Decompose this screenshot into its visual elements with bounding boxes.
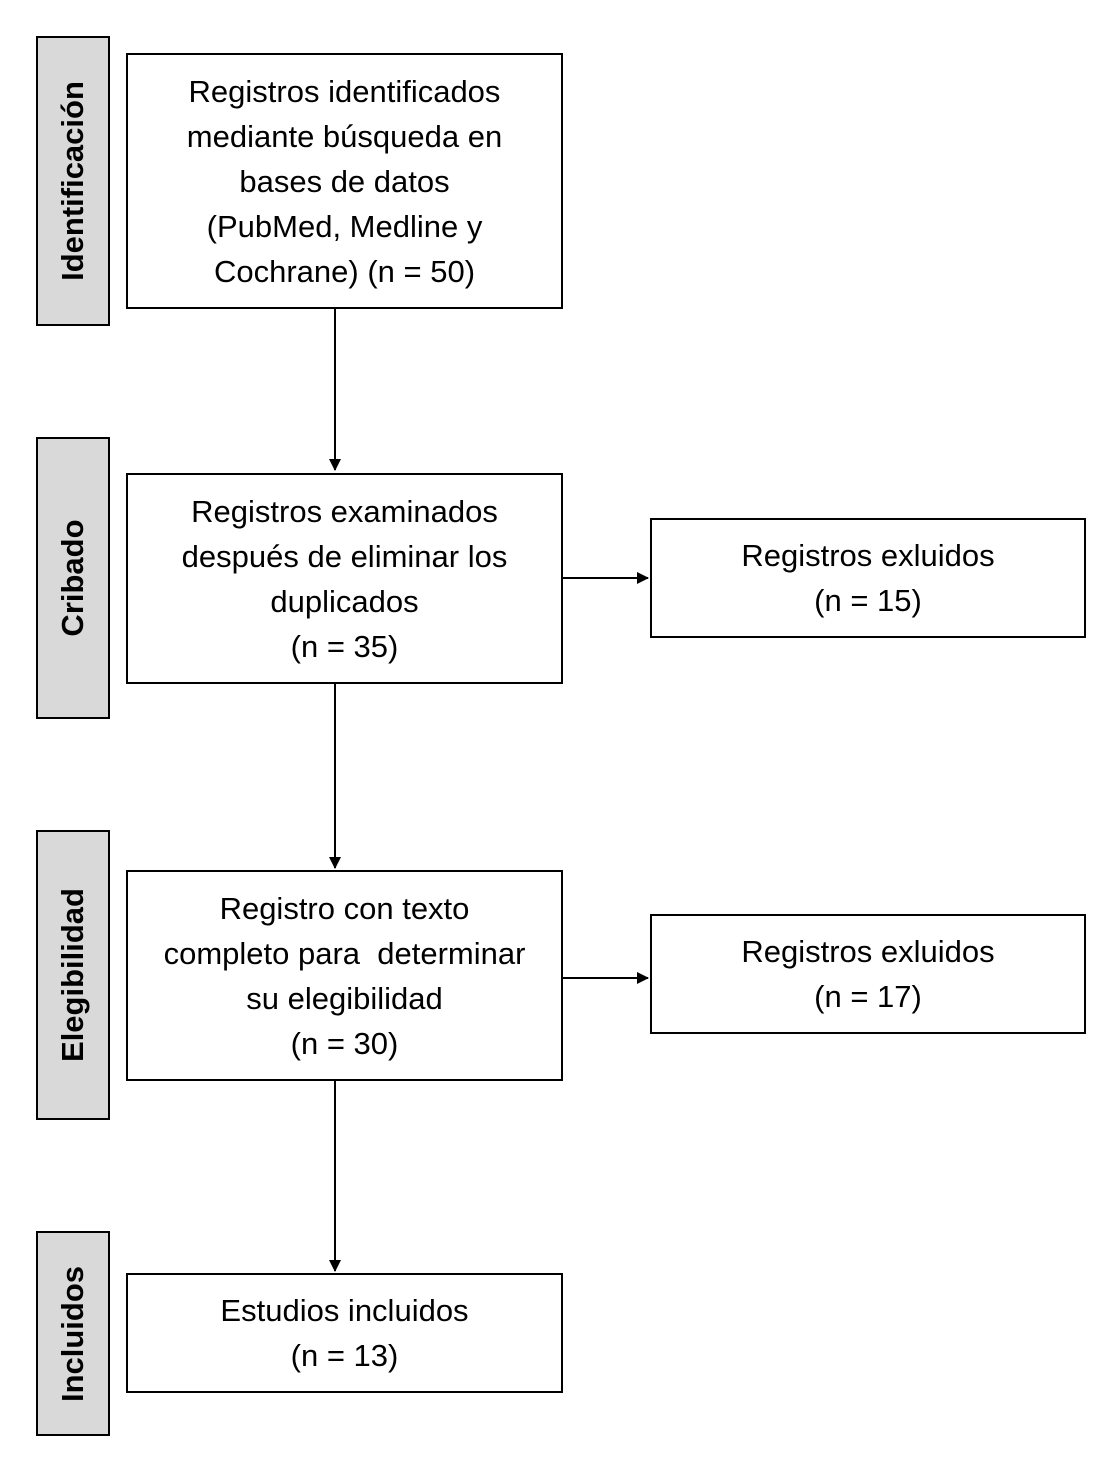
box-included: Estudios incluidos (n = 13) (126, 1273, 563, 1393)
box-excluded-screening-line-1: Registros exluidos (741, 538, 995, 573)
box-excluded-eligibility-line-2: (n = 17) (814, 979, 922, 1014)
box-included-line-1: Estudios incluidos (220, 1293, 469, 1328)
box-screened-line-1: Registros examinados (191, 493, 498, 529)
box-eligibility-line-4: (n = 30) (290, 1025, 399, 1061)
box-identified-line-3: bases de datos (239, 163, 450, 199)
box-excluded-eligibility-line-1: Registros exluidos (741, 934, 995, 969)
box-identified-line-1: Registros identificados (188, 73, 501, 109)
box-screened-line-4: (n = 35) (290, 628, 399, 664)
box-excluded-screening: Registros exluidos (n = 15) (650, 518, 1086, 638)
box-excluded-screening-line-2: (n = 15) (814, 583, 922, 618)
box-included-line-2: (n = 13) (290, 1338, 399, 1373)
box-identified-line-4: (PubMed, Medline y (206, 208, 483, 244)
stage-incluidos: Incluidos (36, 1231, 110, 1436)
box-eligibility-line-3: su elegibilidad (246, 980, 443, 1016)
box-screened-line-2: después de eliminar los (181, 538, 508, 574)
stage-cribado: Cribado (36, 437, 110, 719)
box-eligibility: Registro con texto completo para determi… (126, 870, 563, 1081)
box-eligibility-line-1: Registro con texto (219, 890, 470, 926)
box-identified-line-2: mediante búsqueda en (186, 118, 503, 154)
stage-elegibilidad: Elegibilidad (36, 830, 110, 1120)
box-screened-line-3: duplicados (270, 583, 419, 619)
box-identified-line-5: Cochrane) (n = 50) (213, 253, 476, 289)
box-screened: Registros examinados después de eliminar… (126, 473, 563, 684)
box-identified: Registros identificados mediante búsqued… (126, 53, 563, 309)
box-excluded-eligibility: Registros exluidos (n = 17) (650, 914, 1086, 1034)
stage-identificacion: Identificación (36, 36, 110, 326)
box-eligibility-line-2: completo para determinar (163, 935, 526, 971)
